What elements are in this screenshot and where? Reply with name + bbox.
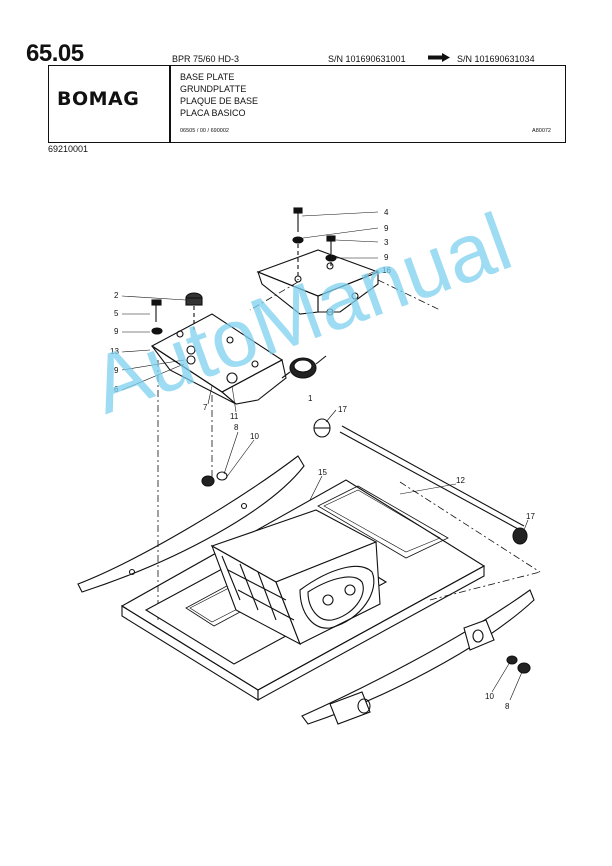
title-english: BASE PLATE <box>180 72 235 82</box>
drawing-id: 69210001 <box>48 144 89 154</box>
callout-8: 8 <box>234 423 239 432</box>
callout-5: 5 <box>114 309 119 318</box>
callout-11: 11 <box>230 412 239 421</box>
bolt-3 <box>325 235 337 268</box>
callout-10: 10 <box>485 692 494 701</box>
callout-15: 15 <box>318 468 327 477</box>
mount-bracket-lower <box>150 313 287 405</box>
page-number: 65.05 <box>26 40 84 67</box>
serial-from: S/N 101690631001 <box>328 54 406 64</box>
arrow-right-icon <box>428 53 450 62</box>
callout-8: 8 <box>505 702 510 711</box>
serial-to: S/N 101690631034 <box>457 54 535 64</box>
rubber-buffer-1 <box>281 355 327 379</box>
callout-13: 13 <box>110 347 119 356</box>
callout-1: 1 <box>308 394 313 403</box>
mount-bracket-upper <box>256 249 380 316</box>
callout-3: 3 <box>384 238 389 247</box>
callout-9: 9 <box>114 366 119 375</box>
exciter-housing <box>210 509 381 646</box>
bolt-5 <box>151 299 163 335</box>
callout-9: 9 <box>114 327 119 336</box>
skid-left <box>77 455 305 593</box>
title-block: BOMAG BASE PLATE GRUNDPLATTE PLAQUE DE B… <box>48 65 566 143</box>
callout-6: 6 <box>114 385 119 394</box>
sleeve-17 <box>313 418 331 438</box>
document-code: 06505 / 00 / 690002 <box>180 128 229 134</box>
callout-17: 17 <box>526 512 535 521</box>
divider <box>169 66 171 142</box>
callout-2: 2 <box>114 291 119 300</box>
leader-lines <box>121 211 529 701</box>
callout-9: 9 <box>384 224 389 233</box>
bomag-logo: BOMAG <box>57 88 140 110</box>
title-french: PLAQUE DE BASE <box>180 96 259 106</box>
bolt-4 <box>292 207 304 280</box>
exploded-parts-drawing <box>77 207 541 725</box>
title-spanish: PLACA BASICO <box>180 108 246 118</box>
title-german: GRUNDPLATTE <box>180 84 247 94</box>
model-label: BPR 75/60 HD-3 <box>172 54 240 64</box>
callout-7: 7 <box>203 403 208 412</box>
callout-4: 4 <box>384 208 389 217</box>
skid-right <box>301 589 535 725</box>
callout-10: 10 <box>250 432 259 441</box>
callout-17: 17 <box>338 405 347 414</box>
rod-12 <box>339 425 528 545</box>
callout-12: 12 <box>456 476 465 485</box>
callout-16: 16 <box>382 266 391 275</box>
bolt-2 <box>185 292 203 330</box>
reference-code: A80072 <box>532 128 551 134</box>
callout-9: 9 <box>384 253 389 262</box>
